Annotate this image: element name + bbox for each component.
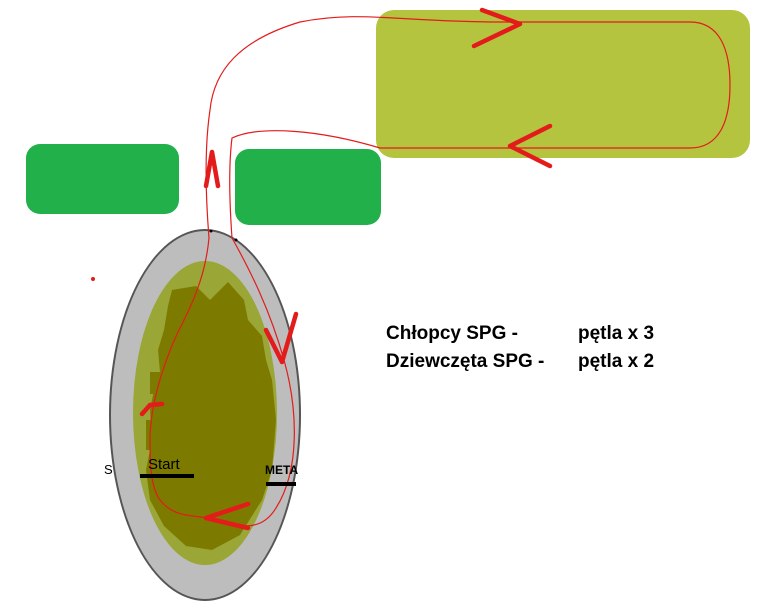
arrow-top-left [507,123,553,169]
arrow-up-left [203,149,221,189]
legend-laps-girls: pętla x 2 [578,351,655,372]
legend-group-girls: Dziewczęta SPG - [386,351,545,372]
red-dot [91,277,95,281]
track-mark-2 [234,238,238,242]
arrow-down-right [263,311,299,365]
green-block-left [26,144,179,214]
arrow-bottom-left [203,501,251,531]
infield-dark-patches [146,282,276,550]
arrow-top-right [471,7,523,49]
legend-laps-boys: pętla x 3 [578,323,655,344]
start-fragment-label: S [104,462,113,477]
green-block-right [235,149,381,225]
meta-label: META [265,463,298,477]
loop-field [376,10,750,158]
direction-arrows [139,7,553,531]
arrow-up-infield [139,401,165,417]
track-mark-1 [209,229,213,233]
start-label: Start [148,456,181,473]
legend-group-boys: Chłopcy SPG - [386,323,518,344]
